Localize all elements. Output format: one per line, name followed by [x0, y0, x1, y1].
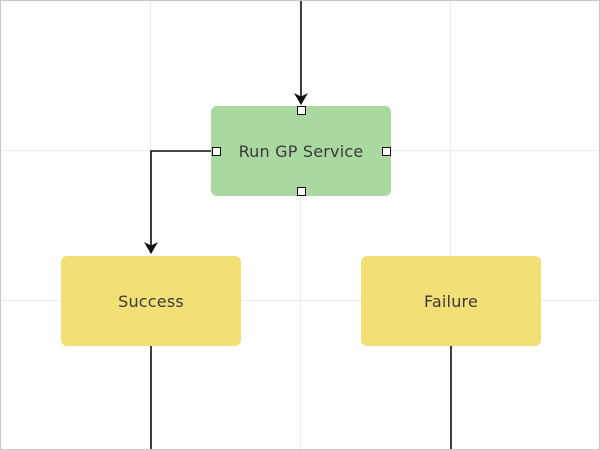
node-run-gp-service-label: Run GP Service — [238, 141, 364, 161]
connection-handle-left[interactable] — [211, 146, 221, 156]
node-success[interactable]: Success — [61, 256, 241, 346]
connection-handle-bottom[interactable] — [296, 186, 306, 196]
connection-handle-right[interactable] — [381, 146, 391, 156]
connection-handle-top[interactable] — [296, 105, 306, 115]
node-failure-label: Failure — [423, 291, 479, 311]
node-run-gp-service[interactable]: Run GP Service — [211, 106, 391, 196]
node-failure[interactable]: Failure — [361, 256, 541, 346]
connector-run-gp-service-to-success[interactable] — [144, 150, 211, 254]
node-success-label: Success — [118, 291, 184, 311]
